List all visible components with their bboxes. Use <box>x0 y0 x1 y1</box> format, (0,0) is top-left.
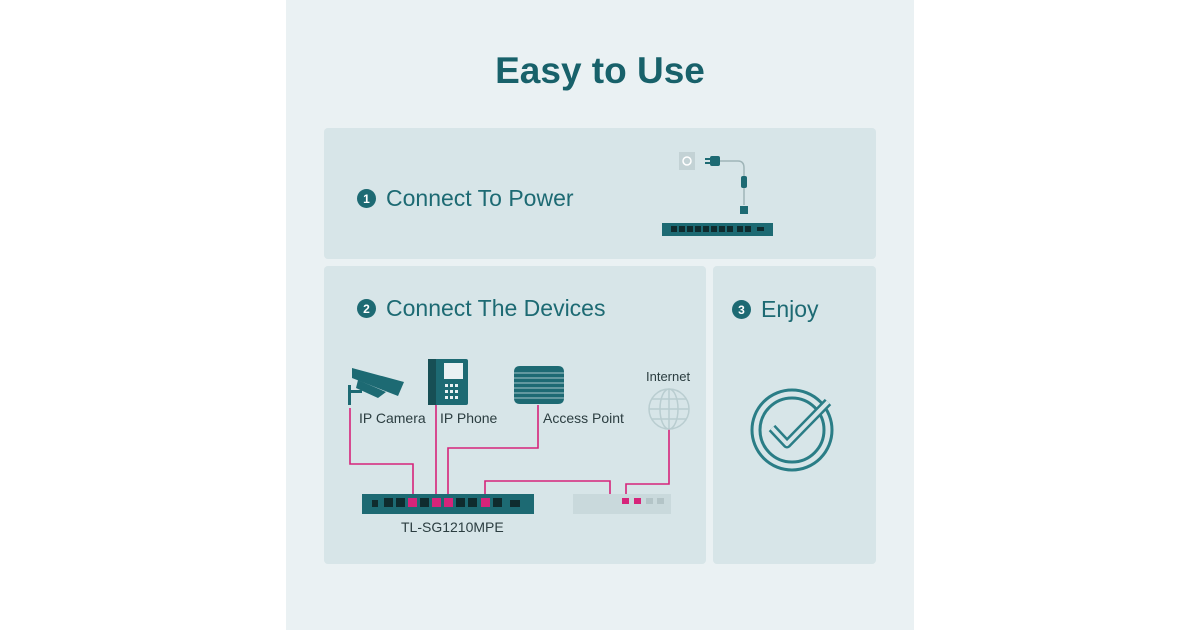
label-switch-model: TL-SG1210MPE <box>401 519 504 535</box>
label-ip-camera: IP Camera <box>359 410 426 426</box>
stage: Easy to Use 1 Connect To Power 2 Connect T… <box>286 0 914 630</box>
page-title: Easy to Use <box>495 50 705 91</box>
step-number: 3 <box>732 300 751 319</box>
power-outlet-icon <box>679 152 695 170</box>
step-number: 2 <box>357 299 376 318</box>
check-circle-icon <box>750 388 834 472</box>
panel-connect-devices <box>324 266 706 564</box>
label-access-point: Access Point <box>543 410 624 426</box>
label-ip-phone: IP Phone <box>440 410 498 426</box>
power-cable-icon <box>718 160 745 205</box>
label-internet: Internet <box>646 369 691 384</box>
internet-globe-icon <box>648 388 690 430</box>
step-label: Connect To Power <box>386 185 574 211</box>
step-2: 2 Connect The Devices <box>357 295 605 322</box>
diagram <box>348 152 834 514</box>
cables <box>349 395 670 498</box>
switch-tl-sg1210mpe-icon <box>362 494 534 514</box>
step-3: 3 Enjoy <box>732 296 819 323</box>
step-label: Connect The Devices <box>386 295 606 321</box>
access-point-icon <box>514 366 564 404</box>
step-number: 1 <box>357 189 376 208</box>
panel-connect-power <box>324 128 876 259</box>
step-1: 1 Connect To Power <box>357 185 574 212</box>
switch-small-icon <box>662 223 773 236</box>
step-label: Enjoy <box>761 296 819 322</box>
router-icon <box>573 494 671 514</box>
plug-icon <box>705 156 748 214</box>
ip-phone-icon <box>428 359 468 405</box>
ip-camera-icon <box>348 368 404 405</box>
